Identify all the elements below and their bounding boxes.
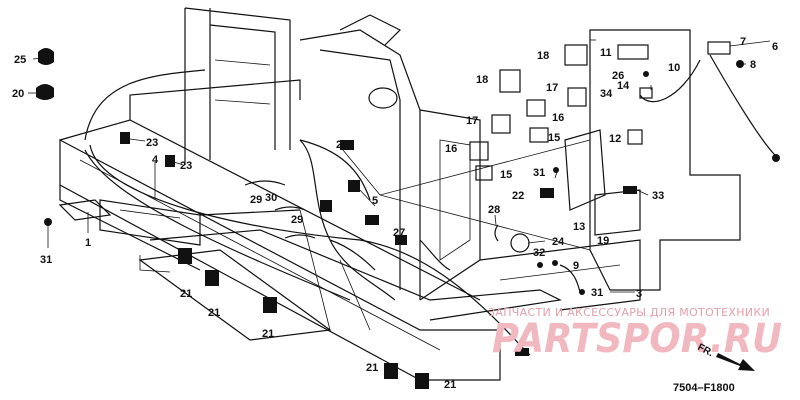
callout-1: 1 bbox=[85, 237, 91, 249]
callout-4: 4 bbox=[152, 154, 159, 166]
callout-21: 21 bbox=[444, 379, 456, 391]
figure-code: 7504–F1800 bbox=[673, 382, 735, 394]
callout-20: 20 bbox=[12, 88, 24, 100]
callout-8: 8 bbox=[750, 59, 756, 71]
callout-13: 13 bbox=[573, 221, 585, 233]
callout-15: 15 bbox=[548, 132, 560, 144]
callout-9: 9 bbox=[573, 260, 579, 272]
callout-18: 18 bbox=[476, 74, 488, 86]
callout-29: 29 bbox=[291, 214, 303, 226]
callout-18: 18 bbox=[537, 50, 549, 62]
callout-31: 31 bbox=[591, 287, 603, 299]
callout-16: 16 bbox=[552, 112, 564, 124]
callout-10: 10 bbox=[668, 62, 680, 74]
callout-21: 21 bbox=[180, 288, 192, 300]
leader-lines bbox=[28, 39, 771, 293]
callout-31: 31 bbox=[533, 167, 545, 179]
callout-26: 26 bbox=[612, 70, 624, 82]
callout-31: 31 bbox=[40, 254, 52, 266]
callout-3: 3 bbox=[636, 288, 642, 300]
callout-19: 19 bbox=[597, 235, 609, 247]
callout-33: 33 bbox=[652, 190, 664, 202]
callout-24: 24 bbox=[552, 236, 565, 248]
callout-32: 32 bbox=[533, 247, 545, 259]
callout-15: 15 bbox=[500, 169, 512, 181]
callout-21: 21 bbox=[262, 328, 274, 340]
callout-28: 28 bbox=[488, 204, 500, 216]
watermark-logo: PARTSPOR.RU bbox=[492, 316, 782, 362]
frame-outline bbox=[59, 7, 641, 381]
callout-12: 12 bbox=[609, 133, 621, 145]
callout-17: 17 bbox=[546, 82, 558, 94]
callout-5: 5 bbox=[372, 195, 378, 207]
callout-7: 7 bbox=[740, 36, 746, 48]
callout-34: 34 bbox=[600, 88, 613, 100]
callout-14: 14 bbox=[617, 80, 630, 92]
callout-2: 2 bbox=[336, 139, 342, 151]
wire-harness bbox=[84, 54, 780, 356]
callouts: 25 20 23 23 4 1 31 21 21 21 21 21 30 29 … bbox=[12, 36, 778, 391]
callout-17: 17 bbox=[466, 115, 478, 127]
inset-box bbox=[379, 29, 741, 291]
callout-21: 21 bbox=[208, 307, 220, 319]
front-arrow-icon bbox=[716, 353, 755, 371]
callout-30: 30 bbox=[265, 192, 277, 204]
callout-25: 25 bbox=[14, 54, 26, 66]
callout-29: 29 bbox=[250, 194, 262, 206]
callout-21: 21 bbox=[366, 362, 378, 374]
callout-11: 11 bbox=[600, 47, 612, 59]
watermark-caption: ЗАПЧАСТИ И АКСЕССУАРЫ ДЛЯ МОТОТЕХНИКИ bbox=[488, 306, 770, 319]
callout-22: 22 bbox=[512, 190, 524, 202]
watermark: ЗАПЧАСТИ И АКСЕССУАРЫ ДЛЯ МОТОТЕХНИКИ PA… bbox=[488, 306, 782, 362]
callout-6: 6 bbox=[772, 41, 778, 53]
callout-27: 27 bbox=[393, 227, 405, 239]
callout-16: 16 bbox=[445, 143, 457, 155]
callout-23: 23 bbox=[180, 160, 192, 172]
callout-23: 23 bbox=[146, 137, 158, 149]
components bbox=[36, 41, 744, 389]
